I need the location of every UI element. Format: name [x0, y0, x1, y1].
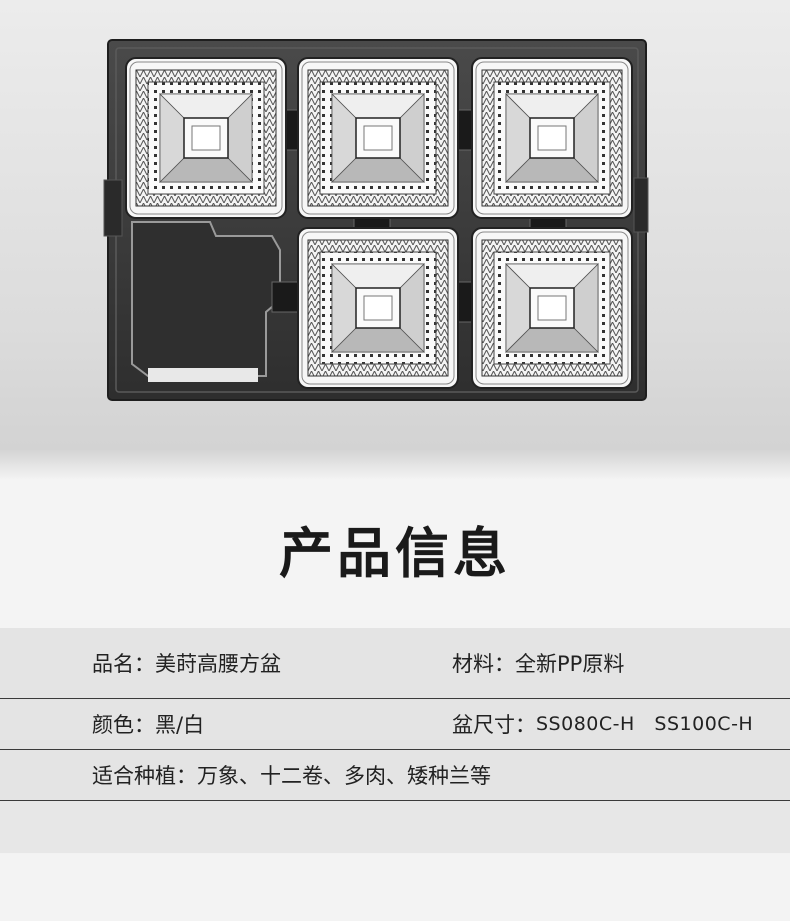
square-pot-3 — [471, 57, 633, 219]
info-row-empty — [0, 801, 790, 853]
info-row-name-material: 品名：美莳高腰方盆 材料：全新PP原料 — [0, 628, 790, 699]
square-pot-2 — [297, 57, 459, 219]
product-color: 颜色：黑/白 — [92, 699, 204, 749]
product-name: 品名：美莳高腰方盆 — [92, 638, 281, 688]
pot-tray-illustration — [103, 39, 649, 401]
material-label: 材料： — [452, 652, 515, 676]
section-title: 产品信息 — [279, 522, 511, 585]
info-row-color-size: 颜色：黑/白 盆尺寸：SS080C-H SS100C-H — [0, 699, 790, 750]
product-info-table: 品名：美莳高腰方盆 材料：全新PP原料 颜色：黑/白 盆尺寸：SS080C-H … — [0, 628, 790, 853]
title-area — [0, 480, 790, 628]
product-photo — [0, 0, 790, 462]
empty-pot-slot — [131, 221, 281, 377]
suitable-plants: 适合种植：万象、十二卷、多肉、矮种兰等 — [92, 750, 491, 800]
section-divider — [0, 450, 790, 480]
material-value: 全新PP原料 — [515, 652, 625, 676]
footer-area — [0, 854, 790, 921]
product-material: 材料：全新PP原料 — [452, 638, 624, 688]
size-label: 盆尺寸： — [452, 713, 536, 737]
plants-value: 万象、十二卷、多肉、矮种兰等 — [197, 764, 491, 788]
size-value: SS080C-H SS100C-H — [536, 713, 754, 735]
square-pot-1 — [125, 57, 287, 219]
color-label: 颜色： — [92, 713, 155, 737]
square-pot-4 — [297, 227, 459, 389]
square-pot-5 — [471, 227, 633, 389]
info-row-plants: 适合种植：万象、十二卷、多肉、矮种兰等 — [0, 750, 790, 801]
product-size: 盆尺寸：SS080C-H SS100C-H — [452, 699, 753, 749]
plants-label: 适合种植： — [92, 764, 197, 788]
product-name-label: 品名： — [92, 652, 155, 676]
product-name-value: 美莳高腰方盆 — [155, 652, 281, 676]
color-value: 黑/白 — [155, 713, 205, 737]
